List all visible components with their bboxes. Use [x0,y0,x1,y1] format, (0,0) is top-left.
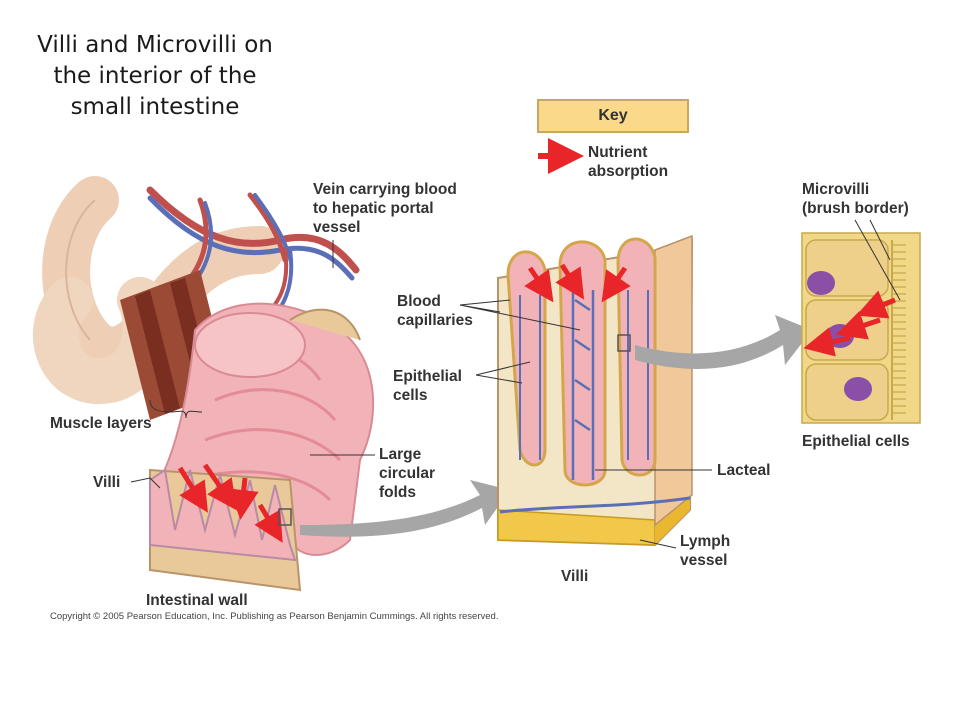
label-microvilli: Microvilli (brush border) [802,181,909,217]
key-legend-label: Nutrient absorption [588,144,669,180]
label-lymph-vessel: Lymph vessel [680,533,731,569]
copyright-notice: Copyright © 2005 Pearson Education, Inc.… [50,611,499,622]
key-heading: Key [598,107,628,124]
zoom-arrow-1 [300,480,510,537]
label-villi-bottom: Villi [561,568,589,585]
absorption-arrows-villi [524,263,631,303]
leader-lines [130,219,901,549]
label-blood-capillaries: Blood capillaries [397,293,473,329]
label-epithelial-cells-mid: Epithelial cells [393,368,462,404]
label-lacteal: Lacteal [717,462,771,479]
label-epithelial-cells-right: Epithelial cells [802,433,910,450]
label-large-circular-folds: Large circular folds [379,446,436,501]
label-intestinal-wall: Intestinal wall [146,592,248,609]
absorption-arrows-wall [177,463,283,543]
label-villi-left: Villi [93,474,121,491]
label-muscle-layers: Muscle layers [50,415,152,432]
zoom-box-wall [278,508,292,526]
mesenteric-vessels [146,186,360,332]
intestinal-wall-block [149,468,302,592]
villi-block [497,234,694,547]
label-vein: Vein carrying blood to hepatic portal ve… [313,181,457,236]
key-box: Key [537,99,689,133]
absorption-arrows-cells [803,290,896,357]
zoom-box-villi [617,334,631,352]
page-title: Villi and Microvilli on the interior of … [37,32,273,120]
zoom-arrow-2 [635,315,812,369]
